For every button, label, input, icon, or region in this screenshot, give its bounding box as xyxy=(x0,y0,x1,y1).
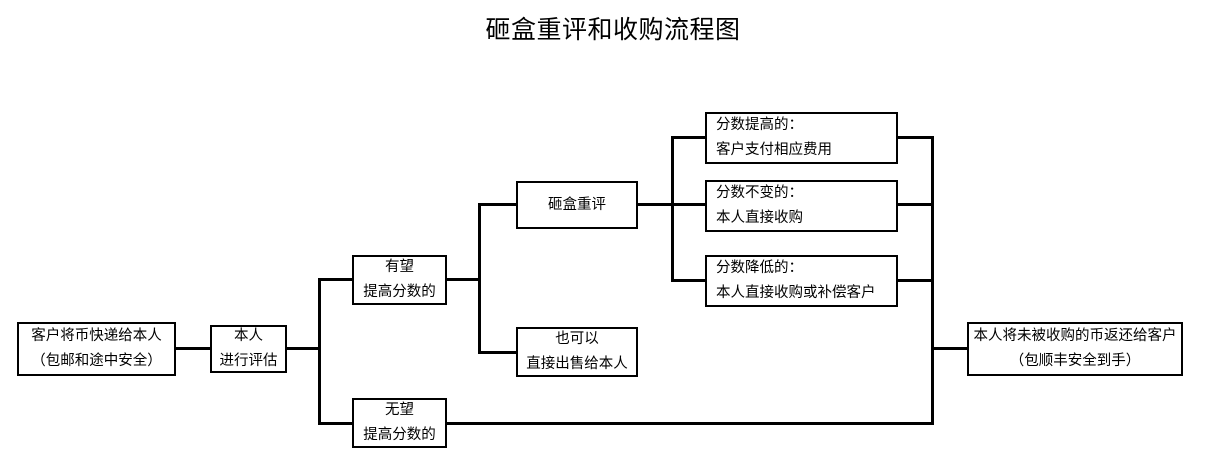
node-self-evaluate-line-2: 进行评估 xyxy=(219,353,278,369)
edge-ship-to-evaluate xyxy=(174,347,212,350)
node-score-unchanged-line-2: 本人直接收购 xyxy=(716,210,803,226)
edge-split3-to-unchanged xyxy=(671,203,707,206)
edge-regrade-to-split3 xyxy=(636,203,674,206)
edge-hopeless-bypass xyxy=(445,422,934,425)
node-sell-directly-line-2: 直接出售给本人 xyxy=(526,356,628,372)
edge-merge-to-return xyxy=(931,347,969,350)
edge-split3-trunk xyxy=(671,137,674,281)
page-title: 砸盒重评和收购流程图 xyxy=(485,15,741,44)
node-self-evaluate[interactable]: 本人 进行评估 xyxy=(210,325,287,373)
node-score-increased-line-2: 客户支付相应费用 xyxy=(716,142,832,158)
edge-unchanged-to-merge xyxy=(896,203,934,206)
edge-split1-trunk xyxy=(318,280,321,425)
node-score-unchanged[interactable]: 分数不变的： 本人直接收购 xyxy=(705,180,898,232)
node-score-decreased-line-2: 本人直接收购或补偿客户 xyxy=(716,285,876,301)
edge-split2-to-sell xyxy=(478,351,518,354)
node-hopeful-line-2: 提高分数的 xyxy=(363,284,436,300)
edge-split1-to-hopeless xyxy=(318,422,354,425)
edge-split3-to-increased xyxy=(671,136,707,139)
node-hopeless-raise-score[interactable]: 无望 提高分数的 xyxy=(352,398,447,448)
node-score-decreased[interactable]: 分数降低的： 本人直接收购或补偿客户 xyxy=(705,255,898,307)
node-hopeless-line-1: 无望 xyxy=(385,402,414,418)
node-customer-ship-line-2: （包邮和途中安全） xyxy=(31,353,162,369)
edge-split2-to-regrade xyxy=(478,203,518,206)
node-score-decreased-line-1: 分数降低的： xyxy=(716,260,803,276)
node-sell-directly-line-1: 也可以 xyxy=(555,331,599,347)
edge-hopeful-to-split2 xyxy=(445,278,480,281)
node-score-increased[interactable]: 分数提高的： 客户支付相应费用 xyxy=(705,112,898,164)
node-score-unchanged-line-1: 分数不变的： xyxy=(716,185,803,201)
node-return-unpurchased-line-1: 本人将未被收购的币返还给客户 xyxy=(973,328,1177,344)
node-self-evaluate-line-1: 本人 xyxy=(234,328,263,344)
edge-split3-to-decreased xyxy=(671,279,707,282)
edge-split1-to-hopeful xyxy=(318,278,354,281)
node-sell-directly[interactable]: 也可以 直接出售给本人 xyxy=(516,327,638,377)
node-smash-regrade-line-1: 砸盒重评 xyxy=(548,196,606,213)
edge-decreased-to-merge xyxy=(896,279,934,282)
node-smash-regrade[interactable]: 砸盒重评 xyxy=(516,181,638,229)
node-hopeful-raise-score[interactable]: 有望 提高分数的 xyxy=(352,255,447,305)
edge-evaluate-to-split xyxy=(285,347,320,350)
node-score-increased-line-1: 分数提高的： xyxy=(716,117,803,133)
edge-merge-trunk xyxy=(931,136,934,424)
node-hopeful-line-1: 有望 xyxy=(385,259,414,275)
node-hopeless-line-2: 提高分数的 xyxy=(363,427,436,443)
node-customer-ship[interactable]: 客户将币快递给本人 （包邮和途中安全） xyxy=(17,322,176,376)
node-return-unpurchased[interactable]: 本人将未被收购的币返还给客户 （包顺丰安全到手） xyxy=(967,322,1183,376)
edge-increased-to-merge xyxy=(896,136,934,139)
node-customer-ship-line-1: 客户将币快递给本人 xyxy=(31,328,162,344)
edge-split2-trunk xyxy=(478,205,481,353)
node-return-unpurchased-line-2: （包顺丰安全到手） xyxy=(1009,353,1141,369)
